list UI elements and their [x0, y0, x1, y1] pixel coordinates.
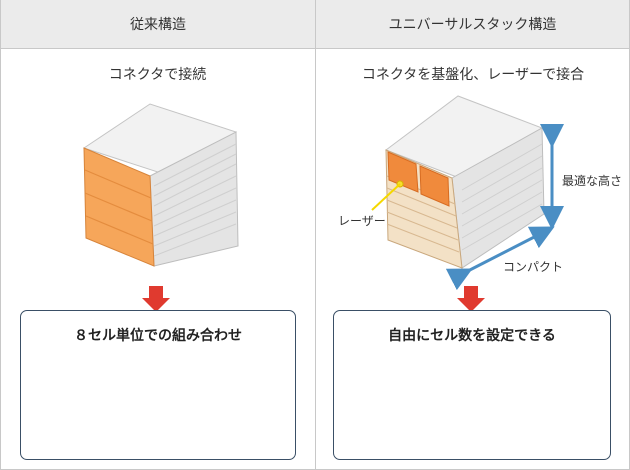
column-divider	[315, 0, 316, 470]
compact-label: コンパクト	[503, 260, 564, 274]
down-arrow-left	[142, 286, 170, 312]
right-subtitle: コネクタを基盤化、レーザーで接合	[361, 67, 585, 83]
optimal-height-label: 最適な高さ	[562, 174, 623, 188]
right-result-title: 自由にセル数を設定できる	[388, 328, 556, 344]
left-result-title: ８セル単位での組み合わせ	[74, 328, 242, 344]
laser-label: レーザー	[338, 214, 386, 228]
conventional-stack-illustration	[82, 103, 239, 267]
right-column-header: ユニバーサルスタック構造	[316, 0, 629, 49]
left-result-box: ８セル単位での組み合わせ	[20, 310, 296, 460]
left-subtitle: コネクタで接続	[108, 67, 207, 83]
universal-stack-illustration	[371, 95, 564, 291]
right-result-box: 自由にセル数を設定できる	[333, 310, 611, 460]
left-column-header: 従来構造	[1, 0, 315, 49]
down-arrow-right	[457, 286, 485, 312]
